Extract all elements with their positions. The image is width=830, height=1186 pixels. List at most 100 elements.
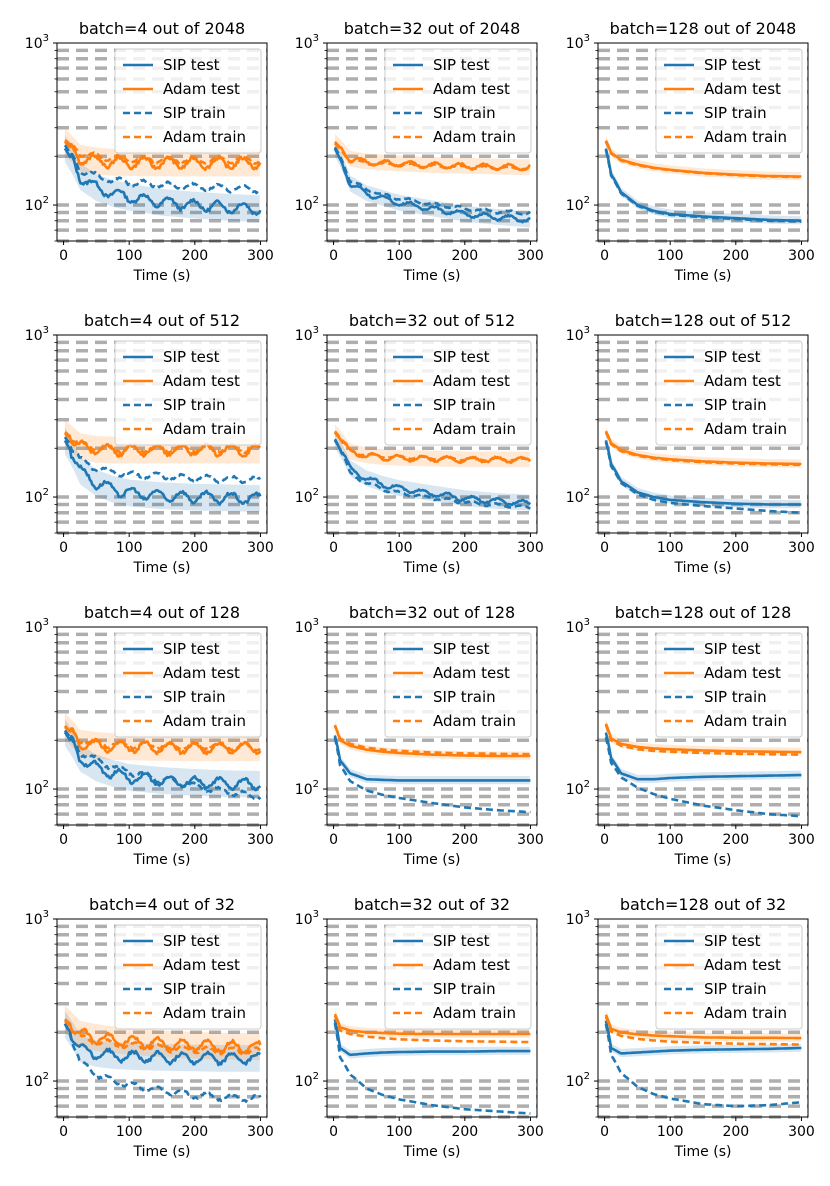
legend-box — [114, 340, 262, 446]
series-adam-test — [63, 140, 262, 172]
legend-label: Adam test — [704, 956, 781, 974]
x-tick-label: 200 — [722, 1124, 749, 1140]
x-tick-label: 100 — [657, 248, 684, 264]
series-sip-test — [604, 439, 802, 506]
x-tick-label: 100 — [386, 1124, 413, 1140]
series-sip-test — [604, 1020, 802, 1055]
series-adam-test — [604, 140, 802, 178]
legend-label: Adam test — [433, 664, 510, 682]
x-tick-label: 200 — [181, 248, 208, 264]
y-tick-label: 102 — [25, 779, 49, 798]
legend-label: Adam test — [163, 372, 240, 390]
y-tick-label: 103 — [566, 617, 590, 636]
legend-label: Adam train — [704, 1004, 787, 1022]
x-tick-label: 300 — [788, 540, 815, 556]
legend-box — [655, 924, 803, 1030]
series-sip-test — [333, 735, 531, 782]
x-axis-label: Time (s) — [133, 560, 191, 576]
legend-label: Adam test — [433, 80, 510, 98]
axes-frame — [326, 334, 538, 534]
x-tick-label: 200 — [451, 248, 478, 264]
subplot-title: batch=4 out of 2048 — [79, 19, 245, 38]
band-sip-test — [334, 1015, 530, 1059]
band-sip-test — [605, 144, 801, 225]
legend-label: SIP train — [704, 688, 767, 706]
x-axis-label: Time (s) — [133, 852, 191, 868]
legend-label: Adam train — [704, 128, 787, 146]
subplot-title: batch=128 out of 128 — [615, 603, 792, 622]
series-sip-test — [63, 1023, 261, 1067]
legend-label: Adam test — [433, 372, 510, 390]
band-adam-test — [334, 1009, 530, 1038]
x-tick-label: 0 — [59, 1124, 68, 1140]
legend-label: Adam train — [163, 420, 246, 438]
legend-label: Adam train — [163, 1004, 246, 1022]
x-tick-label: 100 — [116, 832, 143, 848]
legend-label: SIP train — [704, 396, 767, 414]
x-tick-label: 0 — [329, 248, 338, 264]
subplot-title: batch=128 out of 512 — [615, 311, 792, 330]
y-tick-label: 102 — [25, 487, 49, 506]
legend-label: Adam test — [163, 80, 240, 98]
x-tick-label: 100 — [386, 540, 413, 556]
legend-label: SIP test — [163, 640, 220, 658]
x-tick-label: 300 — [247, 832, 274, 848]
legend-box — [655, 340, 803, 446]
series-sip-test — [63, 731, 262, 792]
subplot-title: batch=32 out of 512 — [349, 311, 515, 330]
legend-label: SIP test — [704, 640, 761, 658]
x-tick-label: 200 — [722, 248, 749, 264]
legend-box — [384, 632, 532, 738]
legend-label: SIP test — [704, 932, 761, 950]
x-tick-label: 200 — [451, 1124, 478, 1140]
x-tick-label: 0 — [600, 832, 609, 848]
x-axis-label: Time (s) — [674, 852, 732, 868]
y-tick-label: 103 — [295, 33, 319, 52]
series-sip-train — [63, 144, 262, 195]
x-tick-label: 0 — [59, 248, 68, 264]
y-tick-label: 102 — [295, 779, 319, 798]
x-tick-label: 0 — [329, 540, 338, 556]
y-tick-label: 103 — [295, 325, 319, 344]
x-tick-label: 0 — [329, 1124, 338, 1140]
x-axis-label: Time (s) — [403, 268, 461, 284]
x-tick-label: 0 — [329, 832, 338, 848]
series-sip-train — [63, 729, 262, 801]
legend-label: Adam test — [163, 956, 240, 974]
x-tick-label: 0 — [59, 540, 68, 556]
axes-frame — [597, 334, 809, 534]
y-tick-label: 103 — [295, 617, 319, 636]
series-sip-test — [604, 148, 802, 223]
legend-label: SIP train — [433, 980, 496, 998]
series-sip-train — [63, 436, 262, 485]
x-tick-label: 200 — [722, 540, 749, 556]
series-sip-train — [63, 1022, 262, 1103]
legend-label: SIP train — [704, 980, 767, 998]
series-sip-train — [333, 438, 531, 510]
x-tick-label: 300 — [788, 248, 815, 264]
legend-label: SIP test — [163, 348, 220, 366]
y-tick-label: 103 — [295, 909, 319, 928]
band-sip-test — [64, 427, 260, 512]
series-adam-test — [333, 724, 531, 758]
x-axis-label: Time (s) — [403, 852, 461, 868]
legend-label: SIP train — [433, 688, 496, 706]
axes-frame — [597, 626, 809, 826]
series-adam-test — [333, 1013, 531, 1036]
x-axis-label: Time (s) — [133, 1144, 191, 1160]
series-adam-train — [604, 1016, 802, 1046]
x-axis-label: Time (s) — [674, 560, 732, 576]
